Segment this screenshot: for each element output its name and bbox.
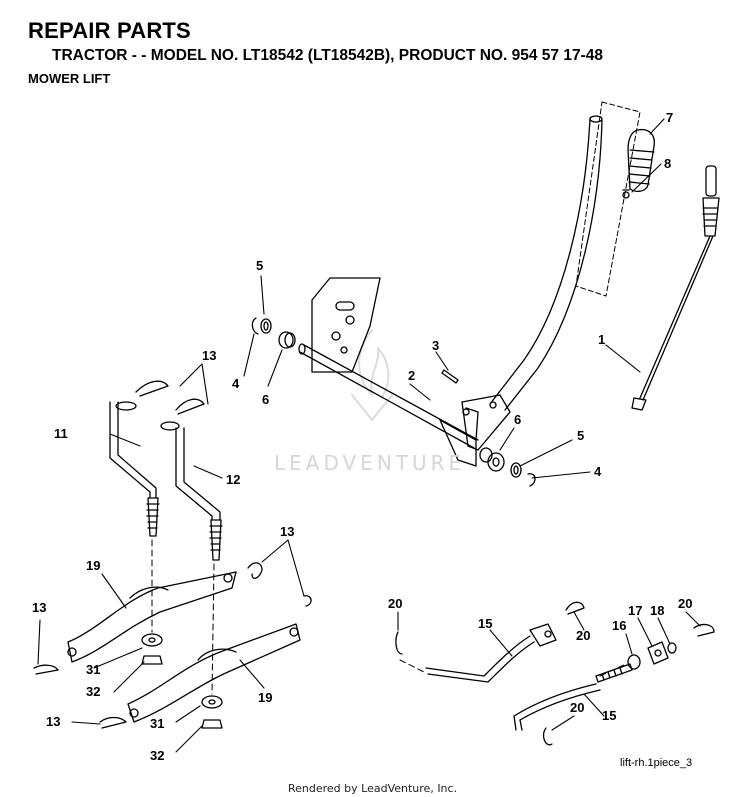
callout-19-upper: 19 <box>86 558 100 573</box>
alignment-lines <box>151 539 627 695</box>
lift-arm-lower <box>127 623 301 723</box>
watermark-logo <box>351 329 393 421</box>
callout-5-left: 5 <box>256 258 263 273</box>
callout-31-b: 31 <box>150 716 164 731</box>
mounting-bracket <box>311 277 381 373</box>
footer-credit: Rendered by LeadVenture, Inc. <box>288 782 457 795</box>
callout-5-right: 5 <box>577 428 584 443</box>
lift-arm-upper <box>67 571 237 663</box>
callout-31-a: 31 <box>86 662 100 677</box>
height-adjust-rod-lower <box>513 663 633 731</box>
page-title: REPAIR PARTS <box>28 18 191 43</box>
lift-shaft <box>298 343 479 467</box>
callout-17: 17 <box>628 603 642 618</box>
callout-16: 16 <box>612 618 626 633</box>
callout-11: 11 <box>54 426 68 441</box>
handle-grip <box>627 128 655 192</box>
lift-handle <box>461 115 603 451</box>
callout-6-left: 6 <box>262 392 269 407</box>
leader-lines <box>37 118 701 753</box>
callout-3: 3 <box>432 338 439 353</box>
callout-6-right: 6 <box>514 412 521 427</box>
callout-4-right: 4 <box>594 464 602 479</box>
callout-4-left: 4 <box>232 376 240 391</box>
callout-32-a: 32 <box>86 684 100 699</box>
hairpin-clips-top <box>135 380 205 415</box>
callout-15-lower: 15 <box>602 708 616 723</box>
section-title: MOWER LIFT <box>28 71 111 86</box>
handle-phantom-outline <box>575 101 641 297</box>
release-rod <box>631 165 720 411</box>
callout-20-d: 20 <box>570 700 584 715</box>
callout-2: 2 <box>408 368 415 383</box>
callout-19-lower: 19 <box>258 690 272 705</box>
lift-link-left <box>109 401 160 537</box>
callout-1: 1 <box>598 332 605 347</box>
left-bearing-parts <box>251 317 296 349</box>
callout-8: 8 <box>664 156 671 171</box>
watermark-text: LEADVENTURE <box>274 451 465 475</box>
washers-nuts <box>141 633 223 729</box>
callout-20-c: 20 <box>678 596 692 611</box>
height-adjust-rod-upper <box>425 623 557 683</box>
callout-labels: 1 2 3 4 4 5 5 6 6 7 8 11 12 13 13 13 13 … <box>32 110 692 763</box>
hairpin-clips-side <box>33 562 312 729</box>
callout-13-top: 13 <box>202 348 216 363</box>
grip-button <box>622 189 630 199</box>
lift-link-right <box>160 421 223 561</box>
roll-pin <box>441 369 459 384</box>
hairpin-clips-20 <box>395 601 715 746</box>
callout-7: 7 <box>666 110 673 125</box>
callout-18: 18 <box>650 603 664 618</box>
callout-13-bottom: 13 <box>46 714 60 729</box>
model-subtitle: TRACTOR - - MODEL NO. LT18542 (LT18542B)… <box>52 47 603 64</box>
right-bearing-parts <box>479 447 536 487</box>
callout-32-b: 32 <box>150 748 164 763</box>
adjust-hardware <box>627 641 677 670</box>
callout-13-right: 13 <box>280 524 294 539</box>
callout-12: 12 <box>226 472 240 487</box>
callout-20-a: 20 <box>388 596 402 611</box>
drawing-reference: lift-rh.1piece_3 <box>620 757 692 769</box>
callout-15-upper: 15 <box>478 616 492 631</box>
callout-13-left: 13 <box>32 600 46 615</box>
callout-20-b: 20 <box>576 628 590 643</box>
